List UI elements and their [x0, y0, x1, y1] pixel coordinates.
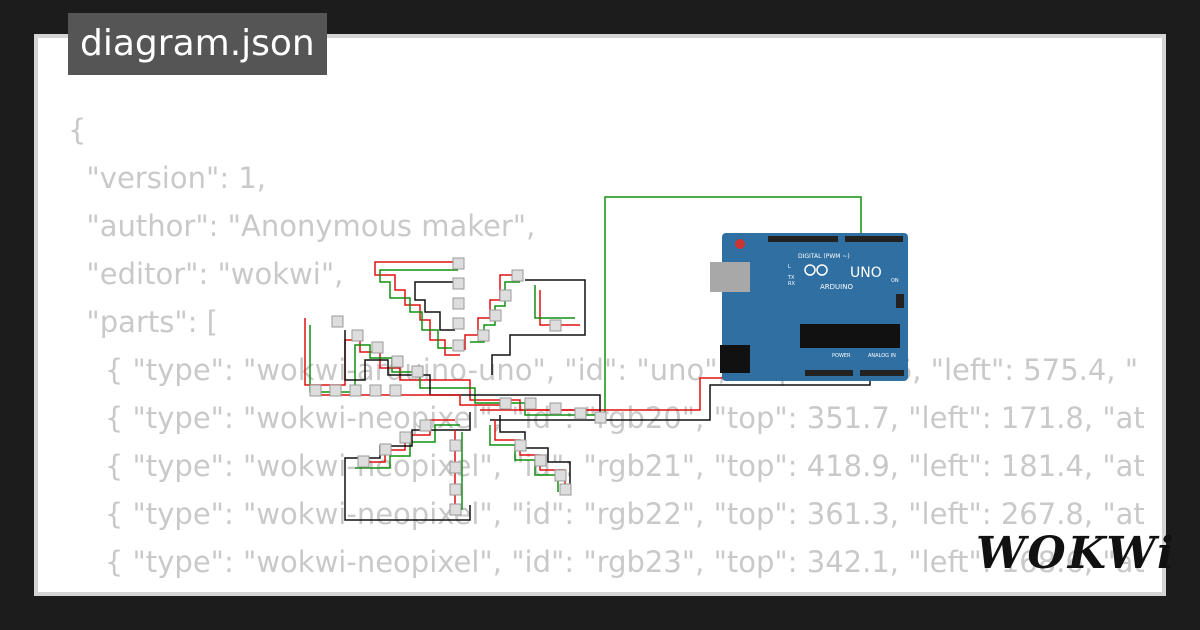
neopixel-led [351, 329, 364, 342]
digital-label: DIGITAL (PWM ~) [798, 253, 850, 260]
tx-label: TX [787, 275, 795, 281]
board-name: UNO [850, 265, 882, 281]
neopixel-led [594, 411, 607, 424]
infinity-logo-right [816, 264, 828, 276]
neopixel-led [452, 317, 465, 330]
code-line: "editor": "wokwi", [68, 257, 344, 291]
code-line: { "type": "wokwi-neopixel", "id": "rgb22… [68, 497, 1145, 531]
neopixel-led [534, 454, 547, 467]
neopixel-led [419, 419, 432, 432]
reset-button [735, 239, 745, 249]
usb-port [710, 262, 750, 292]
wire-green-top [604, 196, 862, 420]
code-line: "version": 1, [68, 161, 266, 195]
neopixel-led [452, 297, 465, 310]
neopixel-led [514, 439, 527, 452]
neopixel-led [452, 339, 465, 352]
neopixel-led [499, 289, 512, 302]
neopixel-led [449, 483, 462, 496]
neopixel-led [309, 384, 322, 397]
neopixel-led [452, 277, 465, 290]
file-tab[interactable]: diagram.json [68, 13, 327, 75]
neopixel-led [331, 315, 344, 328]
neopixel-led [411, 365, 424, 378]
neopixel-led [391, 355, 404, 368]
neopixel-leds[interactable] [309, 257, 607, 516]
neopixel-led [499, 397, 512, 410]
l-label: L [788, 264, 791, 270]
neopixel-led [559, 483, 572, 496]
neopixel-led [549, 402, 562, 415]
neopixel-led [554, 469, 567, 482]
wokwi-logo: WOKWi [976, 528, 1176, 579]
neopixel-led [379, 443, 392, 456]
neopixel-led [399, 431, 412, 444]
infinity-logo-left [804, 264, 816, 276]
code-line: "parts": [ [68, 305, 218, 339]
neopixel-led [357, 455, 370, 468]
code-line: "author": "Anonymous maker", [68, 209, 536, 243]
rx-label: RX [788, 281, 795, 287]
on-label: ON [891, 278, 899, 284]
neopixel-led [449, 461, 462, 474]
header-top-left [768, 236, 838, 242]
neopixel-led [449, 439, 462, 452]
neopixel-led [477, 329, 490, 342]
analog-label: ANALOG IN [868, 353, 896, 359]
neopixel-led [549, 319, 562, 332]
board-brand: ARDUINO [820, 283, 853, 291]
header-power [805, 370, 853, 376]
power-jack [720, 345, 750, 373]
code-line: { "type": "wokwi-neopixel", "id": "rgb20… [104, 401, 1145, 435]
neopixel-led [511, 269, 524, 282]
neopixel-led [449, 503, 462, 516]
atmega-chip [800, 324, 900, 348]
header-top-right [845, 236, 903, 242]
neopixel-led [329, 384, 342, 397]
neopixel-led [369, 384, 382, 397]
neopixel-led [452, 257, 465, 270]
arduino-uno[interactable]: DIGITAL (PWM ~) UNO ARDUINO RX TX L ON P… [710, 233, 908, 381]
header-analog [860, 370, 904, 376]
neopixel-led [349, 384, 362, 397]
neopixel-led [574, 407, 587, 420]
power-label: POWER [832, 353, 851, 359]
neopixel-led [371, 341, 384, 354]
diagram-card: { "version": 1, "author": "Anonymous mak… [38, 38, 1162, 592]
neopixel-led [489, 309, 502, 322]
neopixel-led [524, 397, 537, 410]
neopixel-led [389, 384, 402, 397]
code-line: { [68, 113, 87, 147]
code-line: { "type": "wokwi-neopixel", "id": "rgb21… [68, 449, 1145, 483]
code-line: { "type": "wokwi-neopixel", "id": "rgb23… [68, 545, 1145, 579]
icsp-header [896, 294, 904, 308]
